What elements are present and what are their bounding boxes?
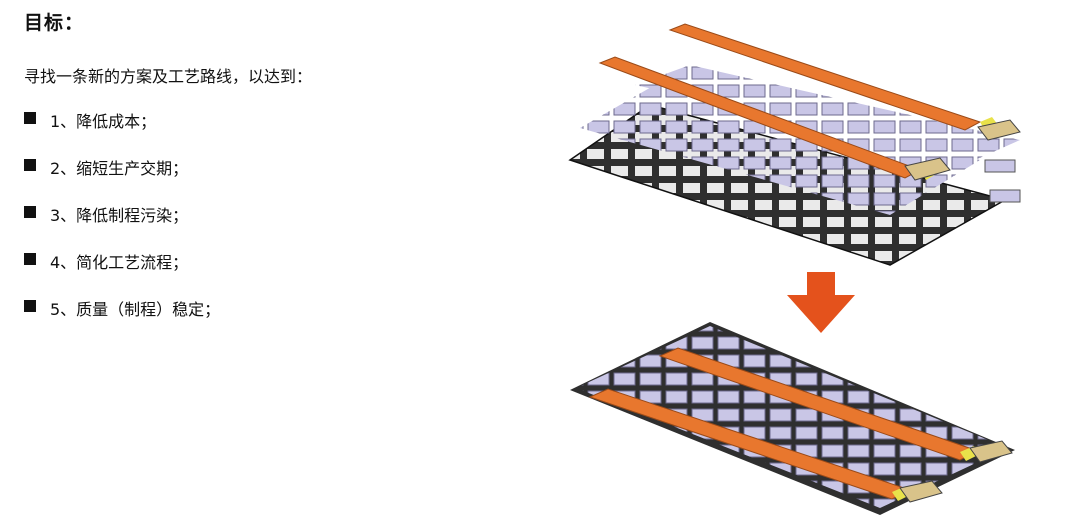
assembled-view: [570, 322, 1015, 515]
frame-plate: [570, 322, 1015, 515]
cell-layer: [580, 65, 1020, 215]
connector-terminal: [899, 440, 1013, 503]
down-arrow-icon: [787, 272, 855, 333]
goal-item: 2、缩短生产交期；: [24, 155, 220, 202]
goal-text: 1、降低成本；: [50, 112, 157, 131]
square-bullet-icon: [24, 253, 36, 265]
goal-text: 2、缩短生产交期；: [50, 159, 189, 178]
goal-item: 4、简化工艺流程；: [24, 249, 220, 296]
slide-title: 目标：: [24, 12, 85, 34]
goal-item: 5、质量（制程）稳定；: [24, 296, 220, 343]
goal-text: 5、质量（制程）稳定；: [50, 300, 221, 319]
exploded-view: [568, 23, 1021, 266]
goal-text: 4、简化工艺流程；: [50, 253, 189, 272]
goal-item: 1、降低成本；: [24, 108, 220, 155]
square-bullet-icon: [24, 206, 36, 218]
connector-terminal: [904, 119, 1021, 203]
square-bullet-icon: [24, 159, 36, 171]
goal-item: 3、降低制程污染；: [24, 202, 220, 249]
intro-text: 寻找一条新的方案及工艺路线，以达到：: [24, 67, 313, 86]
busbar-assembly-figure: [568, 23, 1021, 515]
goal-list: 1、降低成本； 2、缩短生产交期； 3、降低制程污染； 4、简化工艺流程； 5、…: [24, 108, 220, 343]
square-bullet-icon: [24, 112, 36, 124]
goal-text: 3、降低制程污染；: [50, 206, 189, 225]
square-bullet-icon: [24, 300, 36, 312]
